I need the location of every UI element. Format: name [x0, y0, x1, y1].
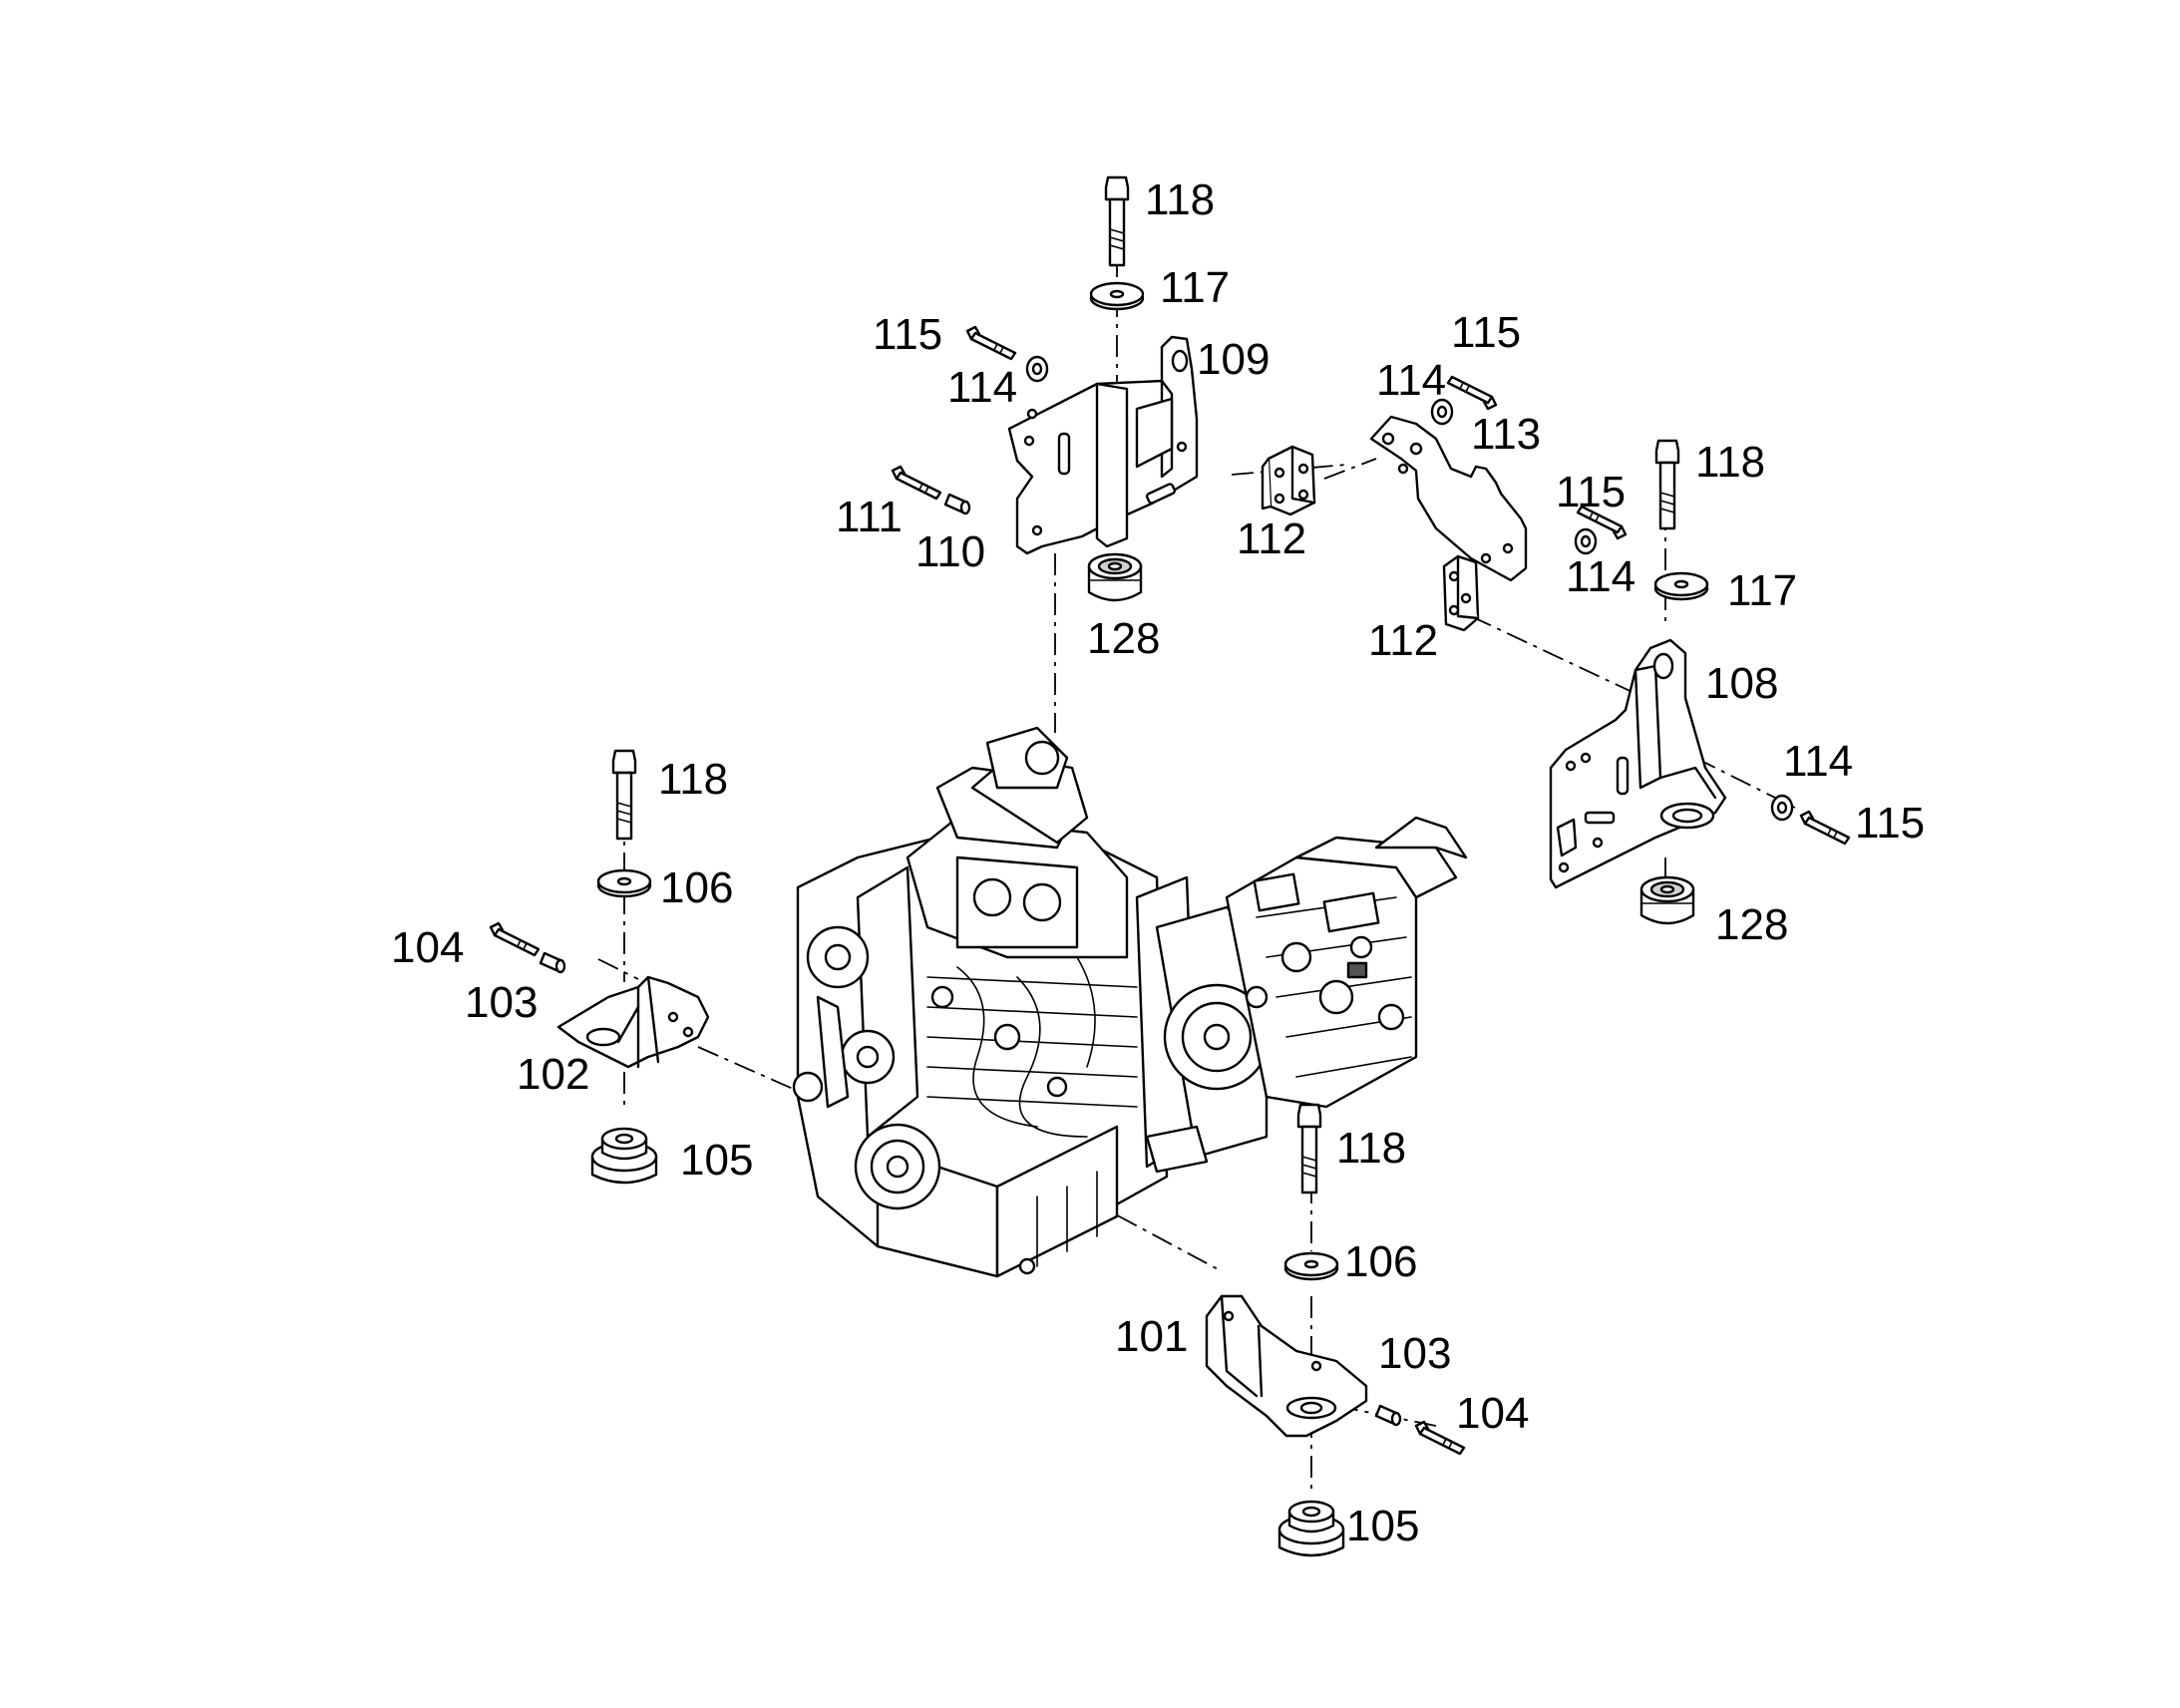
callout-128-a: 128: [1087, 614, 1160, 663]
bracket-108: [1549, 638, 1727, 889]
callout-112-b: 112: [1368, 616, 1438, 665]
callout-104-left: 104: [391, 923, 464, 972]
callout-117-right: 117: [1727, 566, 1797, 615]
callout-112-a: 112: [1237, 514, 1306, 563]
mount-128-right: [1639, 875, 1695, 925]
washer-117-right: [1653, 571, 1709, 601]
bolt-115-top-left: [965, 325, 1017, 361]
spacer-103-bottom: [1374, 1404, 1402, 1427]
mount-105-left: [590, 1127, 658, 1185]
callout-115-c: 115: [1556, 468, 1626, 516]
bolt-118-bottom: [1296, 1103, 1322, 1195]
callout-117-top: 117: [1160, 263, 1230, 312]
callout-109: 109: [1197, 335, 1270, 384]
callout-103-bottom: 103: [1378, 1329, 1451, 1378]
callout-115-b: 115: [1451, 308, 1521, 357]
callout-118-right: 118: [1695, 438, 1765, 487]
bracket-101: [1205, 1294, 1368, 1438]
callout-115-a: 115: [873, 310, 942, 359]
mount-128-top: [1087, 552, 1143, 602]
bracket-109: [1007, 335, 1199, 555]
mount-105-bottom: [1277, 1500, 1345, 1557]
callout-118-bottom: 118: [1336, 1124, 1406, 1173]
washer-106-left: [596, 868, 652, 898]
clamp-112-right: [1442, 554, 1480, 632]
bolt-118-left: [611, 749, 637, 841]
spacer-114-right-upper: [1574, 527, 1598, 555]
bolt-104-left: [489, 921, 541, 957]
bolt-118-right: [1654, 439, 1680, 530]
callout-118-left: 118: [658, 755, 728, 804]
callout-108: 108: [1705, 659, 1778, 708]
spacer-110: [943, 493, 971, 515]
callout-114-a: 114: [947, 363, 1017, 412]
callout-115-d: 115: [1855, 799, 1925, 848]
callout-110: 110: [915, 527, 985, 576]
callout-labels: 118 117 115 114 109 111 110 128 112 115 …: [391, 175, 1925, 1550]
bracket-102: [556, 975, 710, 1069]
callout-101: 101: [1115, 1312, 1188, 1361]
bolt-115-right-lower: [1799, 810, 1851, 846]
bolt-115-top-right: [1446, 375, 1498, 411]
bracket-113: [1369, 415, 1528, 582]
callout-105-bottom: 105: [1346, 1502, 1419, 1550]
callout-105-left: 105: [680, 1136, 753, 1185]
callout-118-top: 118: [1145, 175, 1215, 224]
clamp-112-top: [1261, 445, 1316, 516]
spacer-114-top-left: [1025, 355, 1049, 383]
bolt-118-top: [1104, 175, 1130, 267]
washer-117-top: [1089, 281, 1145, 311]
spacer-103-left: [539, 951, 566, 974]
callout-103-left: 103: [465, 978, 538, 1027]
callout-106-left: 106: [660, 863, 733, 912]
callout-114-b: 114: [1376, 356, 1446, 405]
callout-114-d: 114: [1783, 737, 1853, 786]
callout-128-b: 128: [1715, 900, 1788, 949]
callout-111: 111: [836, 493, 903, 541]
callout-106-bottom: 106: [1344, 1237, 1417, 1286]
callout-113: 113: [1471, 410, 1541, 459]
spacer-114-top-right: [1430, 398, 1454, 426]
washer-106-bottom: [1283, 1251, 1339, 1281]
engine-assembly: [792, 726, 1468, 1278]
spacer-114-right-lower: [1770, 794, 1794, 822]
callout-102: 102: [517, 1050, 589, 1099]
callout-104-bottom: 104: [1456, 1389, 1529, 1438]
callout-114-c: 114: [1566, 552, 1635, 601]
